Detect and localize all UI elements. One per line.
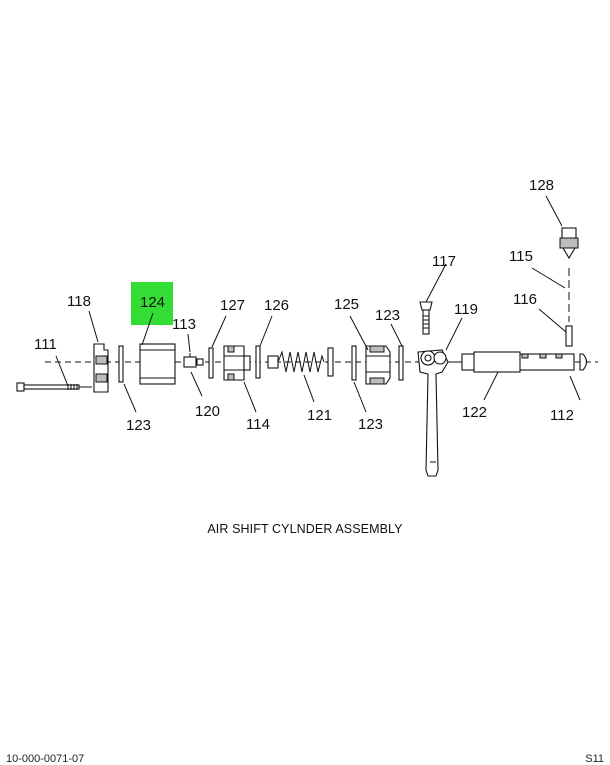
callout-126: 126 xyxy=(264,297,289,314)
callout-122: 122 xyxy=(462,404,487,421)
leader-lines xyxy=(55,195,581,413)
part-123-seal-left xyxy=(118,345,124,383)
part-123-seal-right xyxy=(398,345,404,381)
callout-113: 113 xyxy=(172,316,196,333)
callout-116: 116 xyxy=(513,291,537,308)
part-126-seal xyxy=(255,345,261,379)
callout-118: 118 xyxy=(67,293,91,310)
callout-123-right: 123 xyxy=(375,307,400,324)
callout-125: 125 xyxy=(334,296,359,313)
part-125-housing xyxy=(365,345,391,385)
part-123-seal-middle xyxy=(351,345,357,381)
part-114-piston xyxy=(223,345,251,381)
part-111-bolt xyxy=(16,382,92,392)
callout-120: 120 xyxy=(195,403,220,420)
callout-121: 121 xyxy=(307,407,332,424)
part-127-washer xyxy=(208,347,214,379)
callout-123-middle: 123 xyxy=(358,416,383,433)
callout-112: 112 xyxy=(550,407,574,424)
part-119-shift-fork xyxy=(417,349,449,477)
part-121-spring xyxy=(267,347,334,377)
callout-115: 115 xyxy=(509,248,533,265)
part-116-sensor xyxy=(565,325,573,347)
highlight-124 xyxy=(131,282,173,325)
callout-123-left: 123 xyxy=(126,417,151,434)
footer-right: S11 xyxy=(585,753,604,765)
part-118-end-cap xyxy=(93,343,109,393)
footer-left: 10-000-0071-07 xyxy=(6,753,85,765)
part-112-plug xyxy=(579,353,588,371)
part-122-shift-rail xyxy=(448,351,575,373)
diagram-caption: AIR SHIFT CYLNDER ASSEMBLY xyxy=(207,522,403,536)
part-117-set-screw xyxy=(419,301,433,335)
part-124-cylinder xyxy=(139,343,176,385)
callout-127: 127 xyxy=(220,297,245,314)
callout-128: 128 xyxy=(529,177,554,194)
callout-119: 119 xyxy=(454,301,478,318)
callout-124: 124 xyxy=(140,294,165,311)
part-120-nut xyxy=(183,353,204,368)
callout-111: 111 xyxy=(34,336,57,353)
callout-117: 117 xyxy=(432,253,456,270)
part-128-switch xyxy=(559,227,579,260)
callout-114: 114 xyxy=(246,416,270,433)
